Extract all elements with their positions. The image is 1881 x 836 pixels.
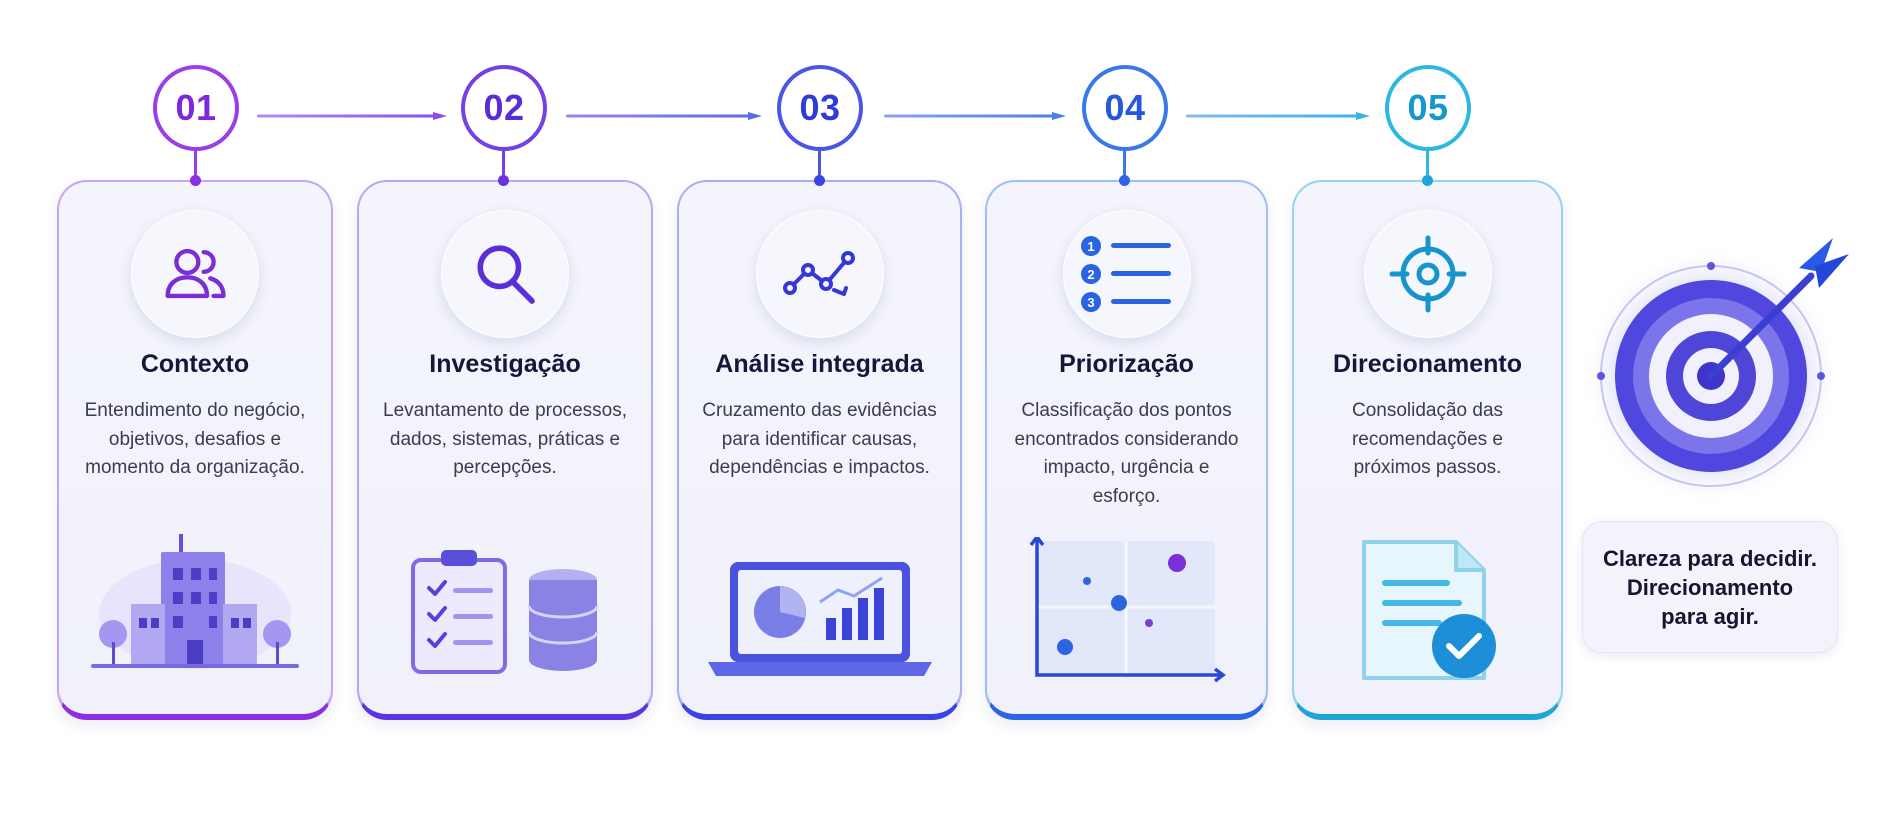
- connector-stem: [1123, 151, 1126, 175]
- step-card-analise-integrada: Análise integrada Cruzamento das evidênc…: [677, 180, 962, 720]
- step-card-investigacao: Investigação Levantamento de processos, …: [357, 180, 653, 720]
- step-title: Priorização: [1059, 350, 1194, 378]
- crosshair-target-icon-badge: [1363, 210, 1492, 338]
- step-description: Entendimento do negócio, objetivos, desa…: [84, 400, 306, 478]
- step-number-02: 02: [461, 65, 547, 151]
- flow-arrow: [566, 112, 762, 120]
- approved-document-illustration: [1361, 540, 1496, 680]
- step-number-04: 04: [1082, 65, 1168, 151]
- priority-matrix-illustration: [1029, 537, 1226, 683]
- connector-dot: [190, 175, 201, 186]
- connector-dot: [1422, 175, 1433, 186]
- takeaway-line: para agir.: [1661, 603, 1759, 629]
- takeaway-line: Direcionamento: [1626, 574, 1794, 600]
- connector-stem: [502, 151, 505, 175]
- crosshair-target-icon: [1389, 235, 1466, 313]
- step-title: Análise integrada: [715, 350, 924, 378]
- takeaway-box: Clareza para decidir. Direcionamento par…: [1582, 521, 1838, 653]
- users-icon-badge: [131, 210, 259, 338]
- search-icon-badge: [441, 210, 569, 338]
- laptop-dashboard-illustration: [707, 562, 932, 676]
- search-icon: [477, 245, 535, 304]
- step-description: Levantamento de processos, dados, sistem…: [383, 400, 627, 478]
- step-number-05: 05: [1385, 65, 1471, 151]
- numbered-list-icon-badge: 1 2 3: [1062, 210, 1191, 338]
- step-title: Investigação: [429, 350, 581, 378]
- flow-arrow: [257, 112, 447, 120]
- step-description: Classificação dos pontos encontrados con…: [1014, 400, 1239, 507]
- numbered-list-icon: 1 2 3: [1080, 236, 1171, 312]
- connector-dot: [1119, 175, 1130, 186]
- bullseye-arrow-icon: [1575, 228, 1855, 508]
- connector-dot: [498, 175, 509, 186]
- connector-stem: [818, 151, 821, 175]
- line-chart-icon: [782, 251, 855, 296]
- step-card-direcionamento: Direcionamento Consolidação das recomend…: [1292, 180, 1563, 720]
- checklist-database-illustration: [411, 550, 599, 674]
- step-description: Cruzamento das evidências para identific…: [702, 400, 937, 478]
- flow-arrow: [1186, 112, 1370, 120]
- step-card-priorizacao: 1 2 3 Priorização Classificação dos pontos…: [985, 180, 1268, 720]
- svg-text:1: 1: [1087, 239, 1094, 254]
- takeaway-line: Clareza para decidir.: [1603, 545, 1817, 571]
- svg-text:3: 3: [1087, 295, 1094, 310]
- flow-arrow: [884, 112, 1066, 120]
- line-chart-icon-badge: [755, 210, 884, 338]
- users-icon: [165, 248, 226, 299]
- step-card-contexto: Contexto Entendimento do negócio, objeti…: [57, 180, 333, 720]
- step-title: Direcionamento: [1333, 350, 1522, 378]
- svg-text:2: 2: [1087, 267, 1094, 282]
- step-number-03: 03: [777, 65, 863, 151]
- building-illustration: [91, 534, 299, 669]
- connector-stem: [194, 151, 197, 175]
- connector-stem: [1426, 151, 1429, 175]
- connector-dot: [814, 175, 825, 186]
- step-title: Contexto: [140, 350, 250, 378]
- step-number-01: 01: [153, 65, 239, 151]
- step-description: Consolidação das recomendações e próximo…: [1351, 400, 1504, 478]
